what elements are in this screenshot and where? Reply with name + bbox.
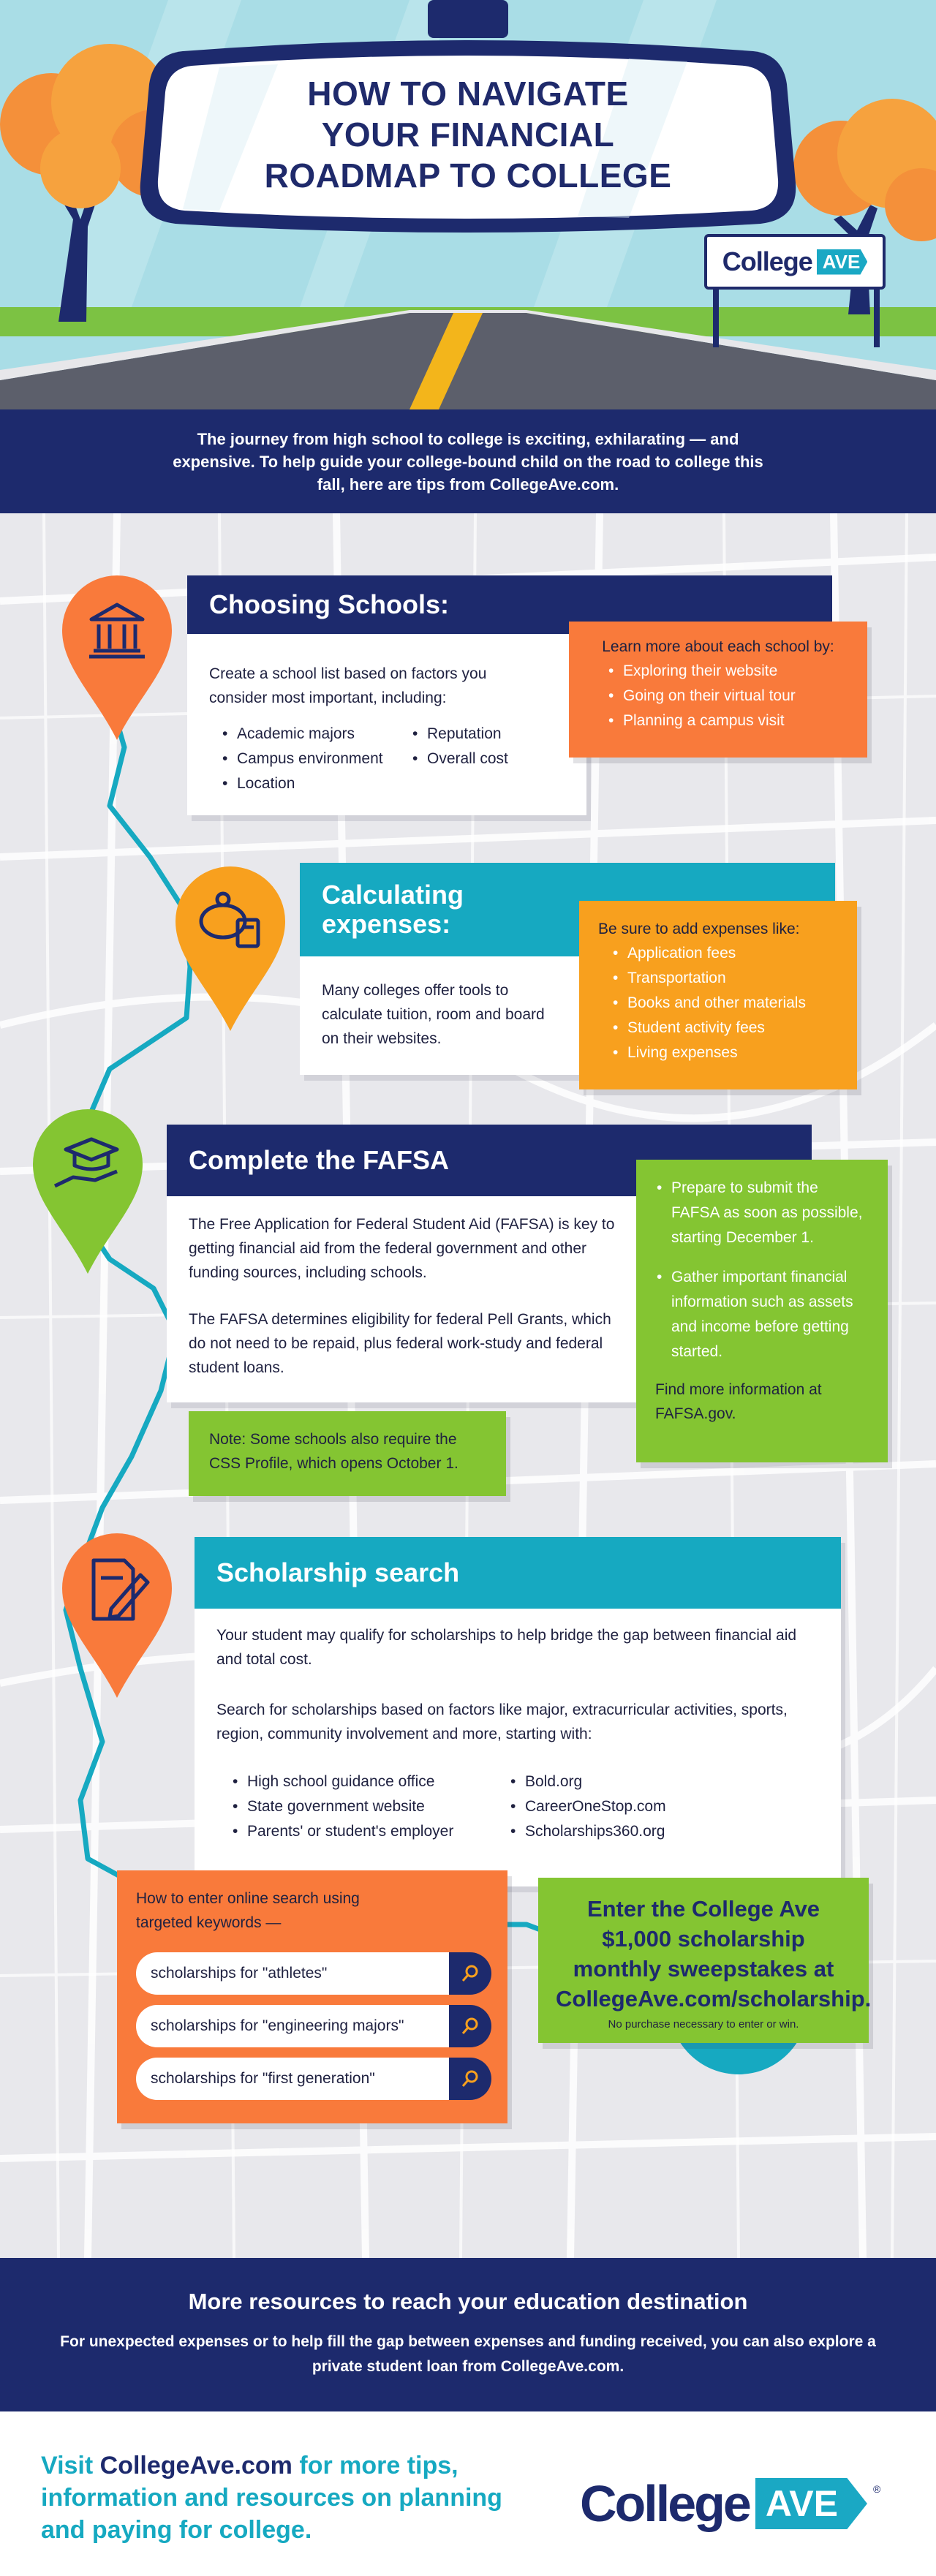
search-example-row: scholarships for "engineering majors" [136,2005,491,2047]
fafsa-tips-box: Prepare to submit the FAFSA as soon as p… [636,1160,888,1462]
sign-badge: AVE [816,249,868,275]
list-item: Scholarships360.org [509,1819,787,1844]
page-title-line: YOUR FINANCIAL [321,116,615,154]
add-expenses-list: Application fees Transportation Books an… [611,941,838,1065]
css-profile-note-text: Note: Some schools also require the CSS … [209,1431,458,1472]
calculating-expenses-text: Many colleges offer tools to calculate t… [322,982,545,1047]
hero-illustration [0,0,936,409]
sign-brand-text: College [722,246,813,276]
search-button[interactable] [449,2058,491,2100]
list-item: Books and other materials [611,991,838,1016]
list-item: Living expenses [611,1040,838,1065]
college-ave-logo: College AVE ® [580,2474,880,2533]
fafsa-paragraph-1: The Free Application for Federal Student… [189,1216,615,1281]
scholarship-sources-left: High school guidance office State govern… [231,1769,509,1844]
resources-banner: More resources to reach your education d… [0,2258,936,2411]
scholarship-paragraph-1: Your student may qualify for scholarship… [216,1627,797,1668]
heading-line: expenses: [322,909,451,939]
search-icon [461,1965,478,1982]
choosing-schools-text: Create a school list based on factors yo… [209,665,487,706]
hero-banner: HOW TO NAVIGATE YOUR FINANCIAL ROADMAP T… [0,0,936,409]
list-item: CareerOneStop.com [509,1794,787,1819]
fafsa-paragraph-2: The FAFSA determines eligibility for fed… [189,1311,611,1376]
footer-site-link[interactable]: CollegeAve.com [99,2452,292,2479]
keyword-search-title: How to enter online search using targete… [136,1890,360,1931]
footer-cta: Visit CollegeAve.com for more tips, info… [41,2450,553,2546]
resources-title: More resources to reach your education d… [188,2289,748,2314]
sweepstakes-promo-box: Enter the College Ave $1,000 scholarship… [538,1878,872,2043]
fafsa-link-text: Find more information at FAFSA.gov. [655,1381,822,1422]
list-item: Application fees [611,941,838,966]
search-input[interactable]: scholarships for "first generation" [136,2058,449,2100]
search-icon [461,2017,478,2034]
list-item: Transportation [611,966,838,991]
resources-text: For unexpected expenses or to help fill … [60,2333,876,2375]
list-item: High school guidance office [231,1769,509,1794]
search-button[interactable] [449,2005,491,2047]
list-item: Gather important financial information s… [655,1265,869,1364]
document-pencil-icon [62,1533,172,1698]
list-item: Exploring their website [607,659,851,684]
page-title: HOW TO NAVIGATE YOUR FINANCIAL ROADMAP T… [174,73,762,196]
add-expenses-box: Be sure to add expenses like: Applicatio… [579,901,857,1089]
fafsa-tips-list: Prepare to submit the FAFSA as soon as p… [655,1176,869,1364]
search-example-row: scholarships for "athletes" [136,1952,491,1995]
intro-text: The journey from high school to college … [173,429,763,494]
road-sign-logo: College AVE [704,234,886,290]
list-item: Planning a campus visit [607,709,851,733]
page-title-line: ROADMAP TO COLLEGE [264,156,672,194]
graduation-cap-hand-icon [33,1109,143,1274]
search-input[interactable]: scholarships for "engineering majors" [136,2005,449,2047]
logo-brand-text: College [580,2475,752,2532]
list-item: Prepare to submit the FAFSA as soon as p… [655,1176,869,1250]
search-button[interactable] [449,1952,491,1995]
search-example-row: scholarships for "first generation" [136,2058,491,2100]
sweepstakes-title: Enter the College Ave $1,000 scholarship… [556,1896,872,2012]
intro-banner: The journey from high school to college … [0,409,936,513]
list-item: Bold.org [509,1769,787,1794]
choosing-schools-list-right: Reputation Overall cost [411,722,557,771]
scholarship-heading: Scholarship search [195,1537,841,1609]
add-expenses-title: Be sure to add expenses like: [598,921,800,937]
list-item: Reputation [411,722,557,747]
learn-more-box: Learn more about each school by: Explori… [569,622,867,758]
css-profile-note: Note: Some schools also require the CSS … [189,1411,506,1496]
list-item: Student activity fees [611,1016,838,1040]
footer-cta-lead: Visit [41,2452,100,2479]
keyword-search-box: How to enter online search using targete… [117,1870,507,2123]
list-item: State government website [231,1794,509,1819]
search-input[interactable]: scholarships for "athletes" [136,1952,449,1995]
sweepstakes-disclaimer: No purchase necessary to enter or win. [608,2018,799,2031]
scholarship-sources-right: Bold.org CareerOneStop.com Scholarships3… [509,1769,787,1844]
list-item: Going on their virtual tour [607,684,851,709]
heading-line: Calculating [322,880,464,910]
learn-more-list: Exploring their website Going on their v… [607,659,851,733]
page-title-line: HOW TO NAVIGATE [307,75,629,113]
scholarship-paragraph-2: Search for scholarships based on factors… [216,1701,788,1742]
list-item: Campus environment [221,747,411,771]
search-icon [461,2070,478,2087]
bank-icon [62,575,172,740]
roadmap-section: Create a school list based on factors yo… [0,513,936,2258]
list-item: Parents' or student's employer [231,1819,509,1844]
footer: Visit CollegeAve.com for more tips, info… [0,2411,936,2576]
list-item: Location [221,771,411,796]
logo-badge: AVE [755,2478,867,2529]
list-item: Overall cost [411,747,557,771]
list-item: Academic majors [221,722,411,747]
choosing-schools-list-left: Academic majors Campus environment Locat… [221,722,411,796]
learn-more-title: Learn more about each school by: [602,638,834,655]
registered-mark: ® [872,2483,881,2495]
piggy-bank-calculator-icon [176,866,285,1031]
footer-cta-rest: for more tips, information and resources… [41,2452,502,2544]
